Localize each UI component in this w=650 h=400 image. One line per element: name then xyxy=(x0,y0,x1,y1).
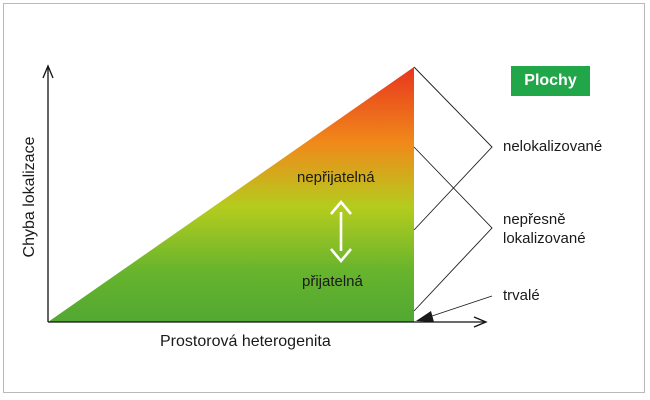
x-axis xyxy=(48,316,488,328)
y-axis xyxy=(42,64,54,322)
x-axis-label: Prostorová heterogenita xyxy=(160,333,331,350)
badge-background xyxy=(511,66,590,96)
badge-plochy: Plochy xyxy=(524,72,577,89)
zone-upper-label: nepřijatelná xyxy=(297,169,375,186)
connector-lines xyxy=(413,66,493,312)
error-triangle xyxy=(48,67,414,322)
y-axis-label: Chyba lokalizace xyxy=(21,136,38,258)
category-label-3: trvalé xyxy=(503,287,540,304)
double-arrow-icon xyxy=(330,199,352,264)
category-label-1: nelokalizované xyxy=(503,138,603,155)
category-label-2-line-2: lokalizované xyxy=(503,230,586,247)
zone-lower-label: přijatelná xyxy=(302,273,363,290)
pointer-arrow-icon xyxy=(416,295,493,322)
category-label-2-line-1: nepřesně xyxy=(503,211,566,228)
